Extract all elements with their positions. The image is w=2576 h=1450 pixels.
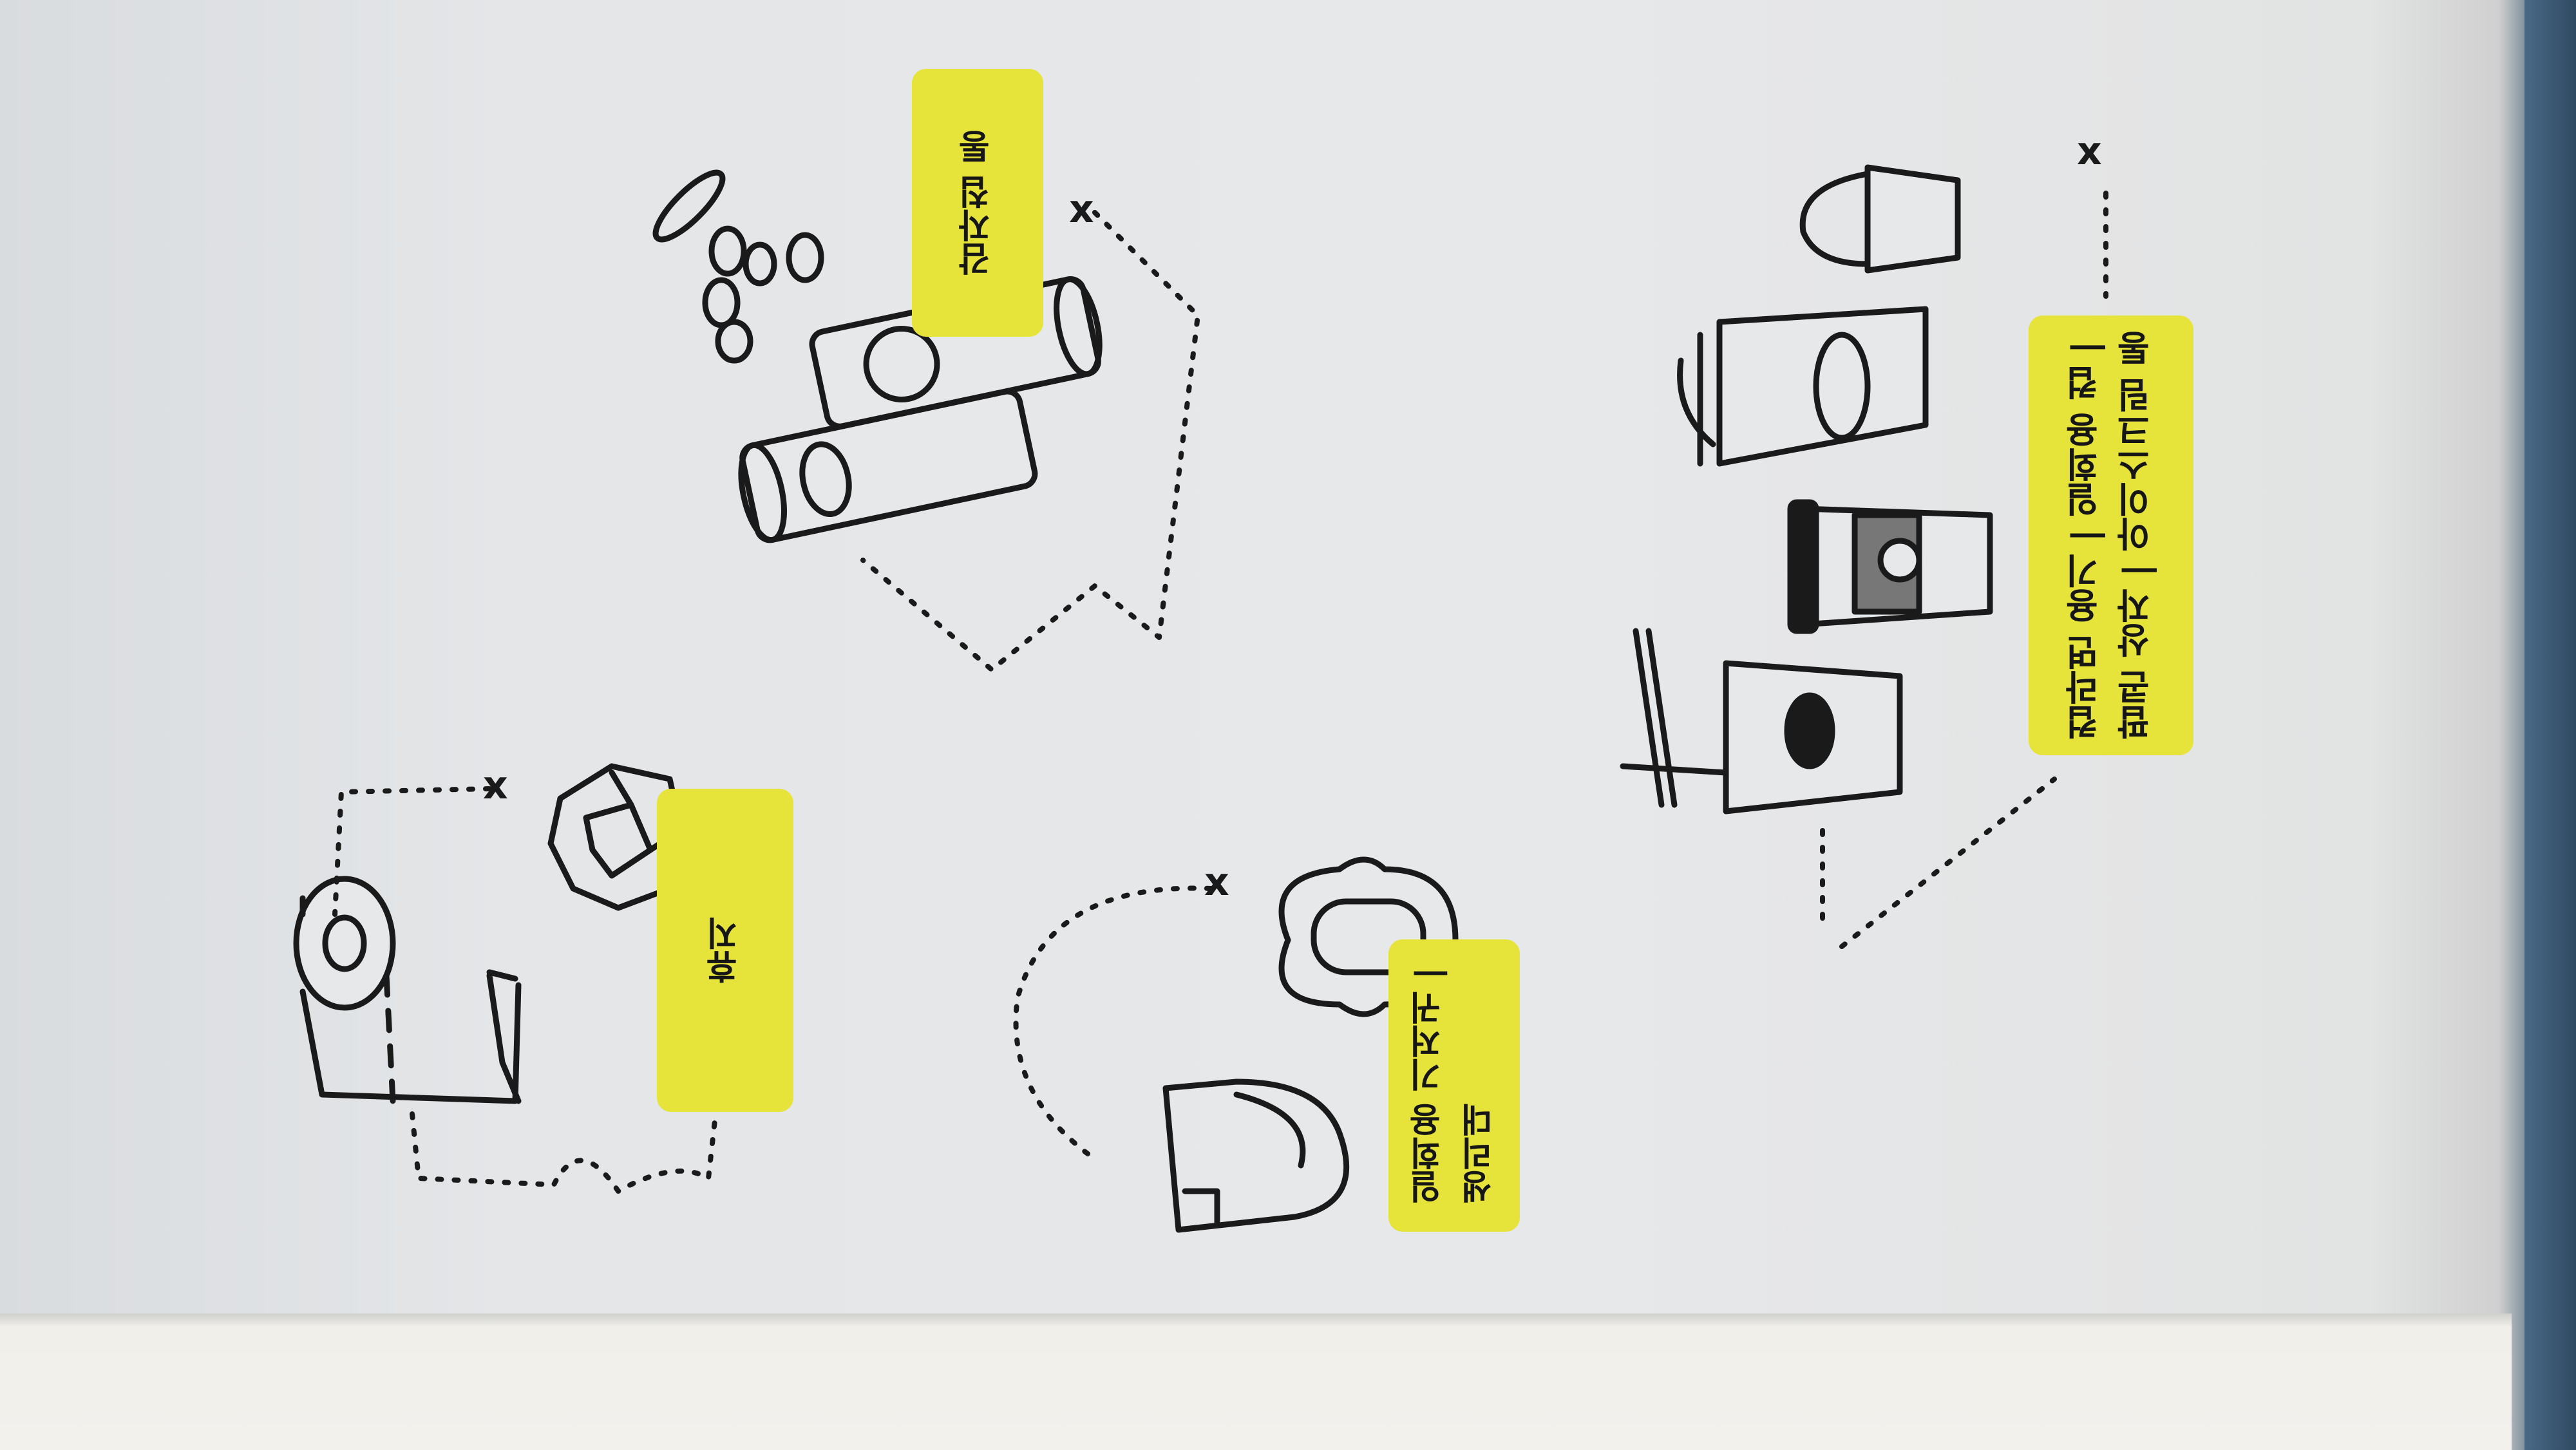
dotted-line xyxy=(1013,885,1213,1162)
x-mark: x xyxy=(2077,129,2102,174)
x-mark: x xyxy=(1204,860,1229,905)
x-mark: x xyxy=(483,763,508,808)
label-cups: 컵라면 용기 | 일회용 컵 | 팝콘 상자 | 아이스크림 통 xyxy=(2029,315,2193,755)
label-cups-text: 컵라면 용기 | 일회용 컵 | 팝콘 상자 | 아이스크림 통 xyxy=(2065,331,2157,740)
dotted-line xyxy=(1820,191,2108,949)
x-mark: x xyxy=(1069,187,1094,232)
next-page-edge xyxy=(0,1313,2512,1450)
label-diaper-pad-text: 일회용 기저귀 | 생리대 xyxy=(1409,967,1499,1204)
label-tissue: 휴지 xyxy=(657,789,793,1112)
background-fabric xyxy=(2524,0,2576,1450)
popcorn-box-icon xyxy=(1677,306,1929,467)
coffee-cup-icon xyxy=(1787,499,1993,634)
toilet-roll-icon xyxy=(293,876,522,1104)
label-chip-can-text: 감자칩 통 xyxy=(958,129,997,276)
disposable-cup-icon xyxy=(1620,628,1903,814)
label-diaper-pad: 일회용 기저귀 | 생리대 xyxy=(1388,939,1520,1232)
dotted-line xyxy=(332,786,717,1194)
diaper-icon xyxy=(1162,1078,1350,1233)
label-tissue-text: 휴지 xyxy=(706,917,744,984)
label-chip-can: 감자칩 통 xyxy=(912,69,1043,337)
chip-can-icon xyxy=(738,388,1038,543)
chips-icon xyxy=(652,169,824,364)
ice-cream-cup-icon xyxy=(1799,164,1961,274)
dotted-line xyxy=(860,210,1200,672)
